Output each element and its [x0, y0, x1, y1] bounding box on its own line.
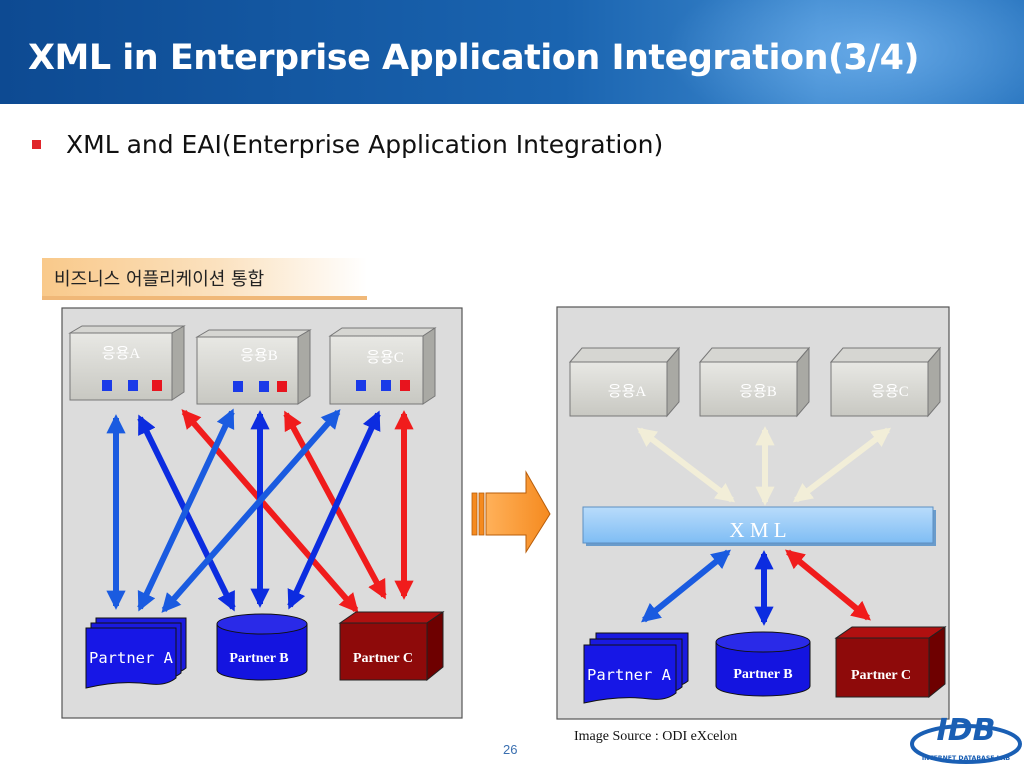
bullet-square-icon [32, 140, 41, 149]
transition-arrow [471, 470, 551, 554]
idb-logo-subtext: INTERNET DATABASE LAB [922, 755, 1011, 762]
left-partner-c: Partner C [338, 611, 445, 682]
image-source-caption: Image Source : ODI eXcelon [574, 729, 738, 744]
left-app-a-label: 응용A [102, 346, 141, 362]
left-app-c-label: 응용C [366, 350, 404, 366]
xml-hub: X M L [582, 506, 936, 546]
left-partner-b: Partner B [216, 613, 308, 681]
business-integration-label: 비즈니스 어플리케이션 통합 [42, 258, 367, 300]
left-partner-a: Partner A [85, 617, 187, 689]
link-xml-partnerc [785, 549, 871, 621]
right-app-a-box: 응용A [568, 346, 681, 418]
right-app-a-label: 응용A [608, 384, 647, 400]
right-app-b-box: 응용B [698, 346, 811, 418]
right-app-xml-links [636, 426, 892, 506]
slide-title: XML in Enterprise Application Integratio… [28, 38, 919, 78]
right-partner-c-label: Partner C [851, 668, 911, 683]
left-app-b-label: 응용B [240, 348, 278, 364]
bullet-text: XML and EAI(Enterprise Application Integ… [66, 130, 664, 159]
right-app-c-box: 응용C [829, 346, 942, 418]
left-partner-b-label: Partner B [229, 651, 288, 666]
right-partner-a-label: Partner A [587, 666, 672, 684]
right-xml-partner-links [641, 549, 871, 626]
link-appc-partnerb [287, 410, 381, 610]
xml-hub-label: X M L [729, 518, 786, 542]
right-partner-b-label: Partner B [733, 667, 792, 682]
right-app-c-label: 응용C [871, 384, 909, 400]
left-mesh-links [106, 408, 414, 613]
link-xml-partnera [641, 549, 731, 623]
left-app-c-box: 응용C [328, 327, 437, 405]
title-bar-glow [664, 0, 1024, 104]
right-partner-a: Partner A [583, 632, 689, 704]
right-partner-b: Partner B [715, 631, 811, 697]
left-partner-a-label: Partner A [89, 649, 174, 667]
right-partner-c: Partner C [834, 626, 947, 699]
left-app-a-box: 응용A [68, 325, 186, 401]
idb-logo-text: IDB [937, 713, 996, 748]
left-partner-c-label: Partner C [353, 651, 413, 666]
right-app-b-label: 응용B [739, 384, 777, 400]
link-appc-xml [792, 427, 892, 503]
left-app-b-box: 응용B [195, 329, 312, 405]
title-bar: XML in Enterprise Application Integratio… [0, 0, 1024, 104]
link-appa-xml [636, 427, 736, 503]
idb-logo: IDB INTERNET DATABASE LAB [910, 713, 1022, 764]
page-number: 26 [503, 742, 518, 757]
business-integration-label-text: 비즈니스 어플리케이션 통합 [54, 269, 265, 290]
